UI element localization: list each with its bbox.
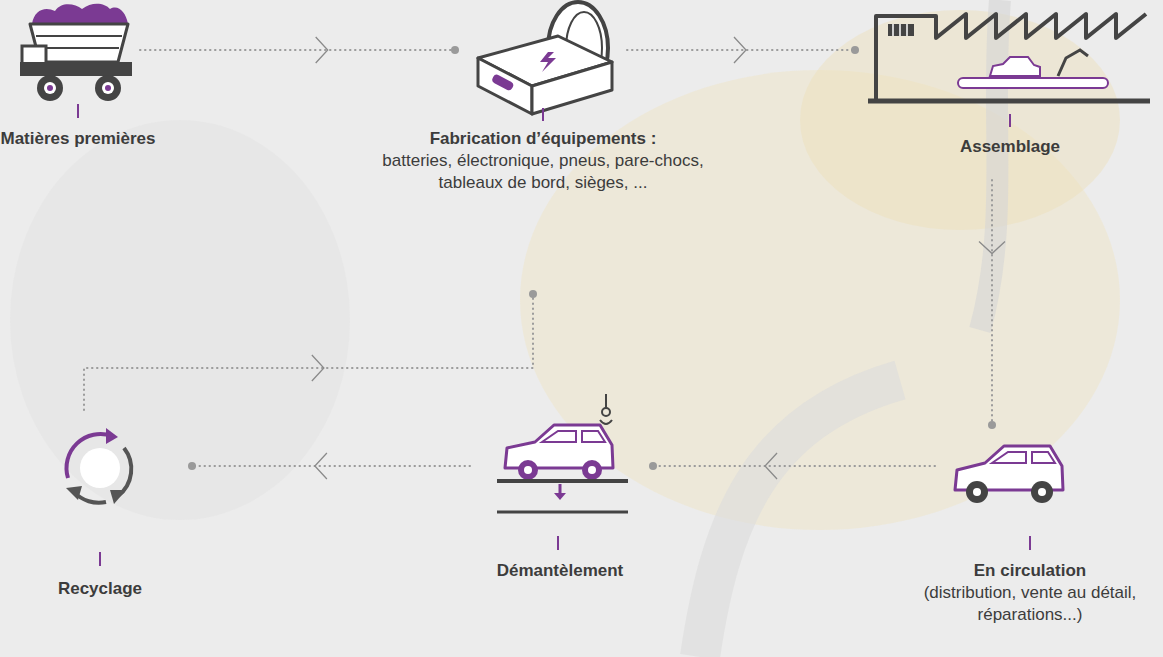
stage-description: batteries, électronique, pneus, pare-cho…	[353, 150, 733, 194]
flow-connector-group	[192, 453, 470, 479]
direction-chevron	[312, 355, 324, 381]
factory-icon	[868, 14, 1150, 127]
flow-connector	[84, 294, 533, 410]
direction-chevron	[765, 453, 777, 479]
flow-connector-group	[627, 37, 855, 63]
tick	[1029, 536, 1031, 550]
stage-node: Recyclage	[60, 425, 140, 510]
tick	[557, 536, 559, 550]
flow-connector-group	[653, 453, 935, 479]
faded-robot	[10, 120, 350, 520]
stage-node: Assemblage	[870, 10, 1145, 100]
truck-icon	[20, 4, 132, 118]
flow-connector	[653, 465, 935, 467]
battery-icon	[478, 2, 612, 121]
flow-connector-group	[140, 37, 455, 63]
flow-connector	[192, 465, 470, 467]
stage-description: (distribution, vente au détail, réparati…	[895, 582, 1163, 626]
stage-label-group: En circulation(distribution, vente au dé…	[895, 560, 1163, 626]
stage-node: Fabrication d’équipements :batteries, él…	[470, 0, 615, 118]
faded-cable	[980, 0, 1000, 330]
stage-node: Matières premières	[22, 0, 130, 100]
stage-label-group: Recyclage	[10, 578, 190, 600]
flow-connector	[140, 49, 455, 51]
stage-title: En circulation	[895, 560, 1163, 582]
flow-connector	[991, 180, 993, 425]
stage-title: Matières premières	[0, 128, 198, 150]
flow-connector	[627, 49, 855, 51]
tick	[99, 552, 101, 566]
stage-node: En circulation(distribution, vente au dé…	[950, 440, 1065, 505]
faded-robot	[800, 10, 1120, 230]
tick	[77, 104, 79, 118]
stage-label-group: Démantèlement	[450, 560, 670, 582]
stage-label-group: Matières premières	[0, 128, 198, 150]
direction-chevron	[315, 453, 327, 479]
stage-node: Démantèlement	[495, 395, 630, 515]
recycle-icon	[66, 428, 131, 566]
faded-cable	[700, 380, 900, 657]
stage-title: Démantèlement	[450, 560, 670, 582]
stage-label-group: Fabrication d’équipements :batteries, él…	[353, 128, 733, 194]
tick	[1009, 114, 1011, 127]
tick	[542, 108, 544, 121]
stage-title: Recyclage	[10, 578, 190, 600]
direction-chevron	[734, 37, 746, 63]
dismantle-icon	[497, 394, 628, 550]
flow-connector-group	[84, 294, 533, 410]
flow-connector-group	[979, 180, 1005, 425]
stage-title: Fabrication d’équipements :	[353, 128, 733, 150]
stage-label-group: Assemblage	[910, 136, 1110, 158]
direction-chevron	[316, 37, 328, 63]
car-icon	[955, 446, 1063, 550]
direction-chevron	[979, 242, 1005, 254]
stage-title: Assemblage	[910, 136, 1110, 158]
